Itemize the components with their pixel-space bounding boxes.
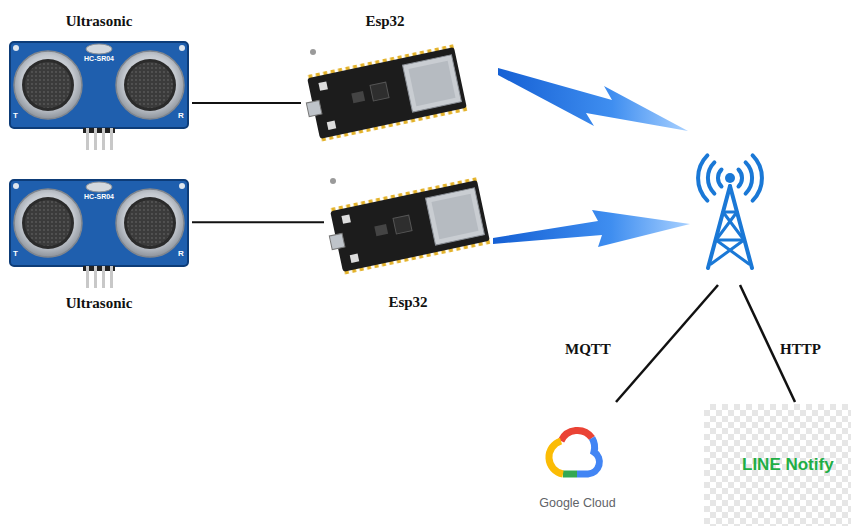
sensor-label: Ultrasonic bbox=[6, 294, 192, 312]
service-name: LINE Notify bbox=[742, 455, 834, 475]
logo-node: Google Cloud bbox=[526, 428, 629, 511]
tower-icon bbox=[708, 162, 714, 193]
service-name: Google Cloud bbox=[526, 496, 629, 511]
tower-icon bbox=[753, 155, 762, 200]
google-cloud-logo bbox=[549, 430, 599, 474]
pin-mark: R bbox=[178, 111, 184, 121]
tower-icon bbox=[698, 155, 707, 200]
chip-marking: HC-SR04 bbox=[84, 55, 114, 63]
pin-mark: T bbox=[13, 249, 18, 259]
esp32-board bbox=[301, 44, 468, 143]
tower-icon bbox=[711, 240, 744, 264]
esp32-board bbox=[324, 177, 491, 276]
tower-icon bbox=[716, 239, 744, 242]
ultrasonic-sensor bbox=[10, 42, 188, 150]
tower-icon bbox=[698, 155, 762, 268]
logo-box bbox=[704, 465, 740, 466]
sensor-box bbox=[6, 42, 192, 128]
esp32-board bbox=[324, 177, 491, 276]
tower-icon bbox=[716, 212, 737, 240]
logo-node: LINE Notify bbox=[704, 404, 851, 526]
sensor-label: Ultrasonic bbox=[6, 12, 192, 30]
ultrasonic-sensor bbox=[10, 180, 188, 288]
pin-mark: T bbox=[13, 111, 18, 121]
protocol-label: HTTP bbox=[780, 340, 821, 358]
google-cloud-logo bbox=[563, 471, 577, 478]
tower-icon bbox=[739, 170, 743, 187]
pin-mark: R bbox=[178, 249, 184, 259]
ultrasonic-sensor bbox=[10, 180, 188, 288]
google-cloud-logo bbox=[549, 441, 563, 474]
link-line bbox=[616, 285, 718, 402]
wireless-bolt bbox=[498, 68, 688, 131]
dot bbox=[330, 178, 336, 184]
logo-box bbox=[526, 428, 629, 490]
google-cloud-logo bbox=[561, 430, 592, 441]
dot bbox=[310, 49, 316, 55]
esp32-board bbox=[301, 44, 468, 143]
tower-icon bbox=[746, 162, 752, 193]
google-cloud-logo bbox=[577, 438, 599, 474]
tower-icon bbox=[718, 170, 722, 187]
tower-icon bbox=[716, 240, 749, 264]
tower-icon bbox=[725, 173, 735, 183]
wireless-bolt bbox=[493, 210, 690, 247]
wire-connector bbox=[192, 102, 301, 104]
protocol-label: MQTT bbox=[565, 340, 611, 358]
chip-marking: HC-SR04 bbox=[84, 193, 114, 201]
board-node: Esp32 bbox=[301, 12, 469, 140]
sensor-box bbox=[6, 180, 192, 266]
board-label: Esp32 bbox=[301, 12, 469, 30]
board-box bbox=[301, 45, 469, 140]
ultrasonic-sensor bbox=[10, 42, 188, 150]
board-box bbox=[324, 178, 492, 273]
board-label: Esp32 bbox=[324, 293, 492, 311]
board-node: Esp32 bbox=[324, 178, 492, 311]
sensor-node: Ultrasonic bbox=[6, 12, 192, 128]
wire-connector bbox=[192, 221, 324, 223]
